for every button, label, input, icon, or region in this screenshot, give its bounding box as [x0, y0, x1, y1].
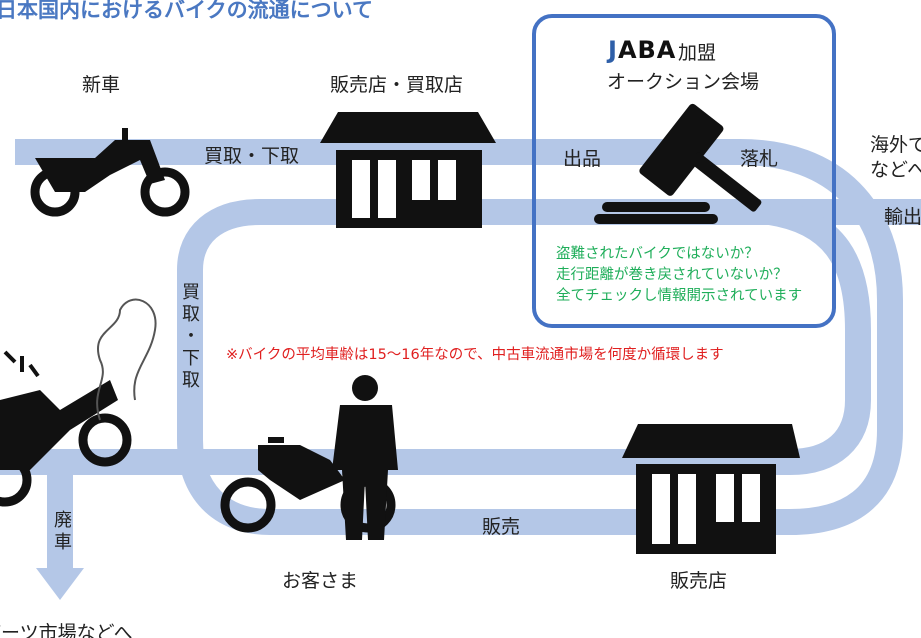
- parts-market-label: パーツ市場などへ: [0, 622, 133, 638]
- check-item: 盗難されたバイクではないか？: [556, 246, 759, 262]
- circulation-note: ※バイクの平均車齢は15〜16年なので、中古車流通市場を何度か循環します: [226, 347, 724, 363]
- auction-member-label: 加盟: [678, 42, 717, 64]
- shop-icon: [320, 112, 496, 228]
- page-title: 日本国内におけるバイクの流通について: [0, 0, 373, 22]
- motorcycle-icon: [30, 128, 190, 217]
- jaba-logo: JABA: [608, 36, 677, 64]
- main-flow-path: [15, 139, 921, 535]
- check-item: 走行距離が巻き戻されていないか？: [556, 267, 788, 283]
- shop-icon: [622, 424, 800, 554]
- export-label: 輸出: [884, 206, 921, 228]
- shop-buy-label: 販売店・買取店: [330, 74, 464, 96]
- inner-return-path: [0, 199, 871, 475]
- shop-label: 販売店: [670, 570, 728, 592]
- broken-motorcycle-icon: [0, 298, 157, 507]
- buy-trade-vertical-label: 買取・下取: [179, 282, 200, 392]
- buy-trade-label: 買取・下取: [204, 145, 300, 167]
- listing-label: 出品: [563, 148, 602, 170]
- check-item: 全てチェックし情報開示されています: [556, 288, 803, 304]
- auction-box: [532, 14, 836, 328]
- overseas-label-2: などへ: [870, 159, 921, 181]
- gavel-icon: [594, 103, 762, 224]
- scrap-label: 廃車: [51, 510, 72, 554]
- scrap-arrow-head: [36, 568, 84, 600]
- auction-checks: 盗難されたバイクではないか？ 走行距離が巻き戻されていないか？ 全てチェックし情…: [556, 244, 802, 307]
- sale-label: 販売: [482, 516, 521, 538]
- winning-bid-label: 落札: [740, 148, 779, 170]
- auction-venue-label: オークション会場: [607, 71, 760, 93]
- person-icon: [332, 375, 398, 540]
- overseas-label-1: 海外で: [870, 134, 921, 156]
- customer-label: お客さま: [282, 570, 359, 592]
- new-bike-label: 新車: [82, 74, 121, 96]
